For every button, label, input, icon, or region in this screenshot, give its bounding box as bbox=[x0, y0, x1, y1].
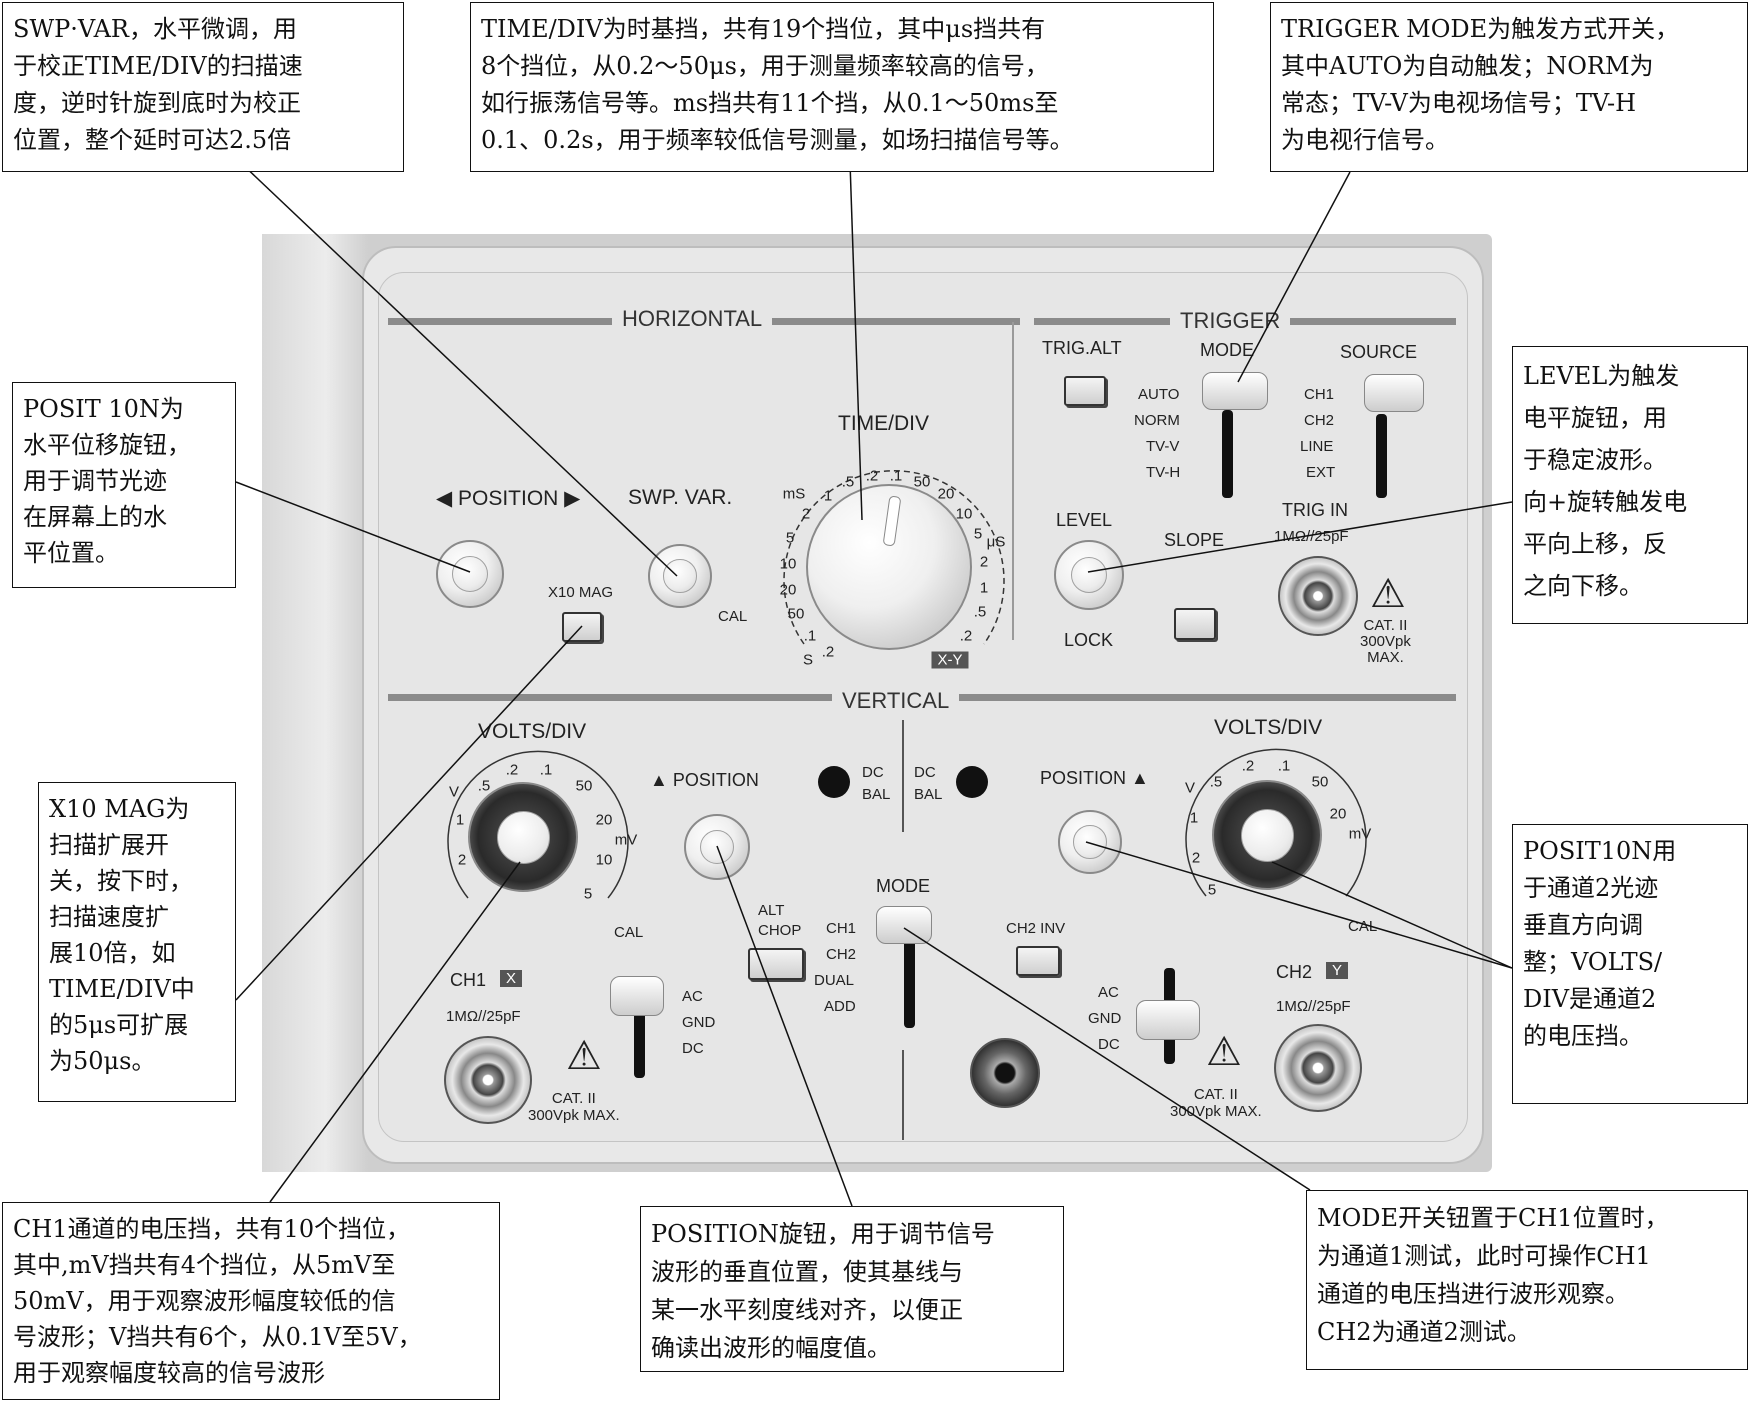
callout-time-div: TIME/DIV为时基挡，共有19个挡位，其中μs挡共有 8个挡位，从0.2～5… bbox=[470, 2, 1214, 172]
callout-x10-mag: X10 MAG为 扫描扩展开 关，按下时， 扫描速度扩 展10倍，如 TIME/… bbox=[38, 782, 236, 1102]
callout-horizontal-position: POSIT 10N为 水平位移旋钮， 用于调节光迹 在屏幕上的水 平位置。 bbox=[12, 382, 236, 588]
callout-level: LEVEL为触发 电平旋钮，用 于稳定波形。 向+旋转触发电 平向上移，反 之向… bbox=[1512, 346, 1748, 624]
callout-vertical-position: POSITION旋钮，用于调节信号 波形的垂直位置，使其基线与 某一水平刻度线对… bbox=[640, 1206, 1064, 1372]
callout-ch1-volts-div: CH1通道的电压挡，共有10个挡位， 其中,mV挡共有4个挡位，从5mV至 50… bbox=[2, 1202, 500, 1400]
callout-trigger-mode: TRIGGER MODE为触发方式开关， 其中AUTO为自动触发；NORM为 常… bbox=[1270, 2, 1748, 172]
callout-swp-var: SWP·VAR，水平微调，用 于校正TIME/DIV的扫描速 度，逆时针旋到底时… bbox=[2, 2, 404, 172]
callout-ch2-position: POSIT10N用 于通道2光迹 垂直方向调 整；VOLTS/ DIV是通道2 … bbox=[1512, 824, 1748, 1104]
callout-vertical-mode: MODE开关钮置于CH1位置时， 为通道1测试，此时可操作CH1 通道的电压挡进… bbox=[1306, 1190, 1748, 1370]
